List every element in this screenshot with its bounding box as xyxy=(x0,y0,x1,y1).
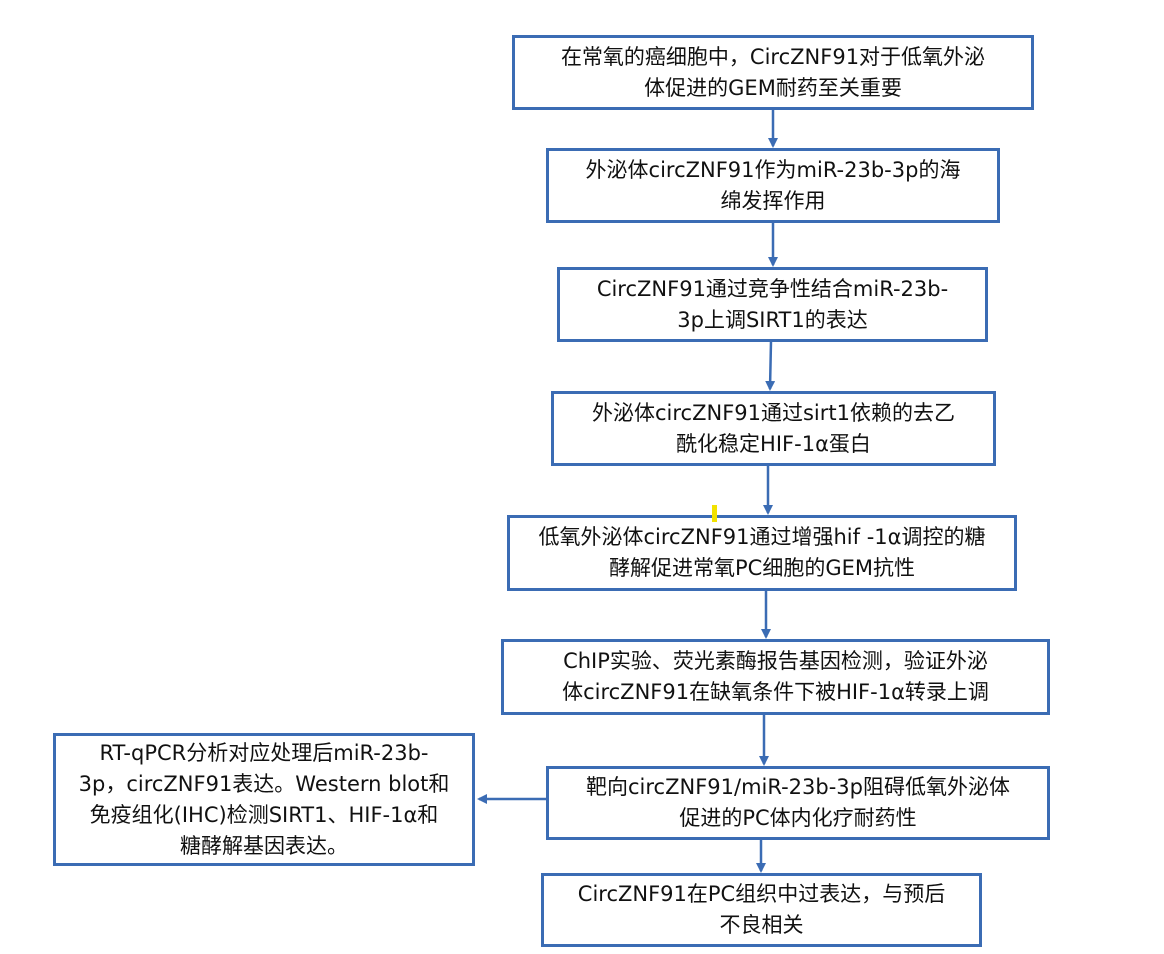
flow-node-5: 低氧外泌体circZNF91通过增强hif -1α调控的糖 酵解促进常氧PC细胞… xyxy=(507,515,1017,591)
flow-node-1-text: 在常氧的癌细胞中，CircZNF91对于低氧外泌 体促进的GEM耐药至关重要 xyxy=(560,44,986,100)
flow-node-4: 外泌体circZNF91通过sirt1依赖的去乙 酰化稳定HIF-1α蛋白 xyxy=(551,391,996,466)
arrow-n3-n4 xyxy=(765,340,776,391)
flow-node-9: CircZNF91在PC组织中过表达，与预后 不良相关 xyxy=(541,873,982,947)
flow-node-1: 在常氧的癌细胞中，CircZNF91对于低氧外泌 体促进的GEM耐药至关重要 xyxy=(512,35,1034,110)
flow-node-4-text: 外泌体circZNF91通过sirt1依赖的去乙 酰化稳定HIF-1α蛋白 xyxy=(592,400,955,456)
flow-node-8: RT-qPCR分析对应处理后miR-23b- 3p，circZNF91表达。We… xyxy=(53,733,475,866)
flow-node-2: 外泌体circZNF91作为miR-23b-3p的海 绵发挥作用 xyxy=(546,148,1000,223)
flow-node-7: 靶向circZNF91/miR-23b-3p阻碍低氧外泌体 促进的PC体内化疗耐… xyxy=(546,766,1050,840)
flow-node-3: CircZNF91通过竞争性结合miR-23b- 3p上调SIRT1的表达 xyxy=(557,267,988,342)
flow-node-6: ChIP实验、荧光素酶报告基因检测，验证外泌 体circZNF91在缺氧条件下被… xyxy=(501,639,1050,715)
flow-node-5-text: 低氧外泌体circZNF91通过增强hif -1α调控的糖 酵解促进常氧PC细胞… xyxy=(538,525,986,580)
flow-node-6-text: ChIP实验、荧光素酶报告基因检测，验证外泌 体circZNF91在缺氧条件下被… xyxy=(562,649,989,704)
flow-node-7-text: 靶向circZNF91/miR-23b-3p阻碍低氧外泌体 促进的PC体内化疗耐… xyxy=(586,775,1010,830)
flow-node-3-text: CircZNF91通过竞争性结合miR-23b- 3p上调SIRT1的表达 xyxy=(596,276,949,332)
flow-node-2-text: 外泌体circZNF91作为miR-23b-3p的海 绵发挥作用 xyxy=(585,157,961,213)
flow-node-9-text: CircZNF91在PC组织中过表达，与预后 不良相关 xyxy=(577,882,946,937)
flow-node-8-text: RT-qPCR分析对应处理后miR-23b- 3p，circZNF91表达。We… xyxy=(78,740,450,858)
cursor-marker xyxy=(712,505,717,522)
